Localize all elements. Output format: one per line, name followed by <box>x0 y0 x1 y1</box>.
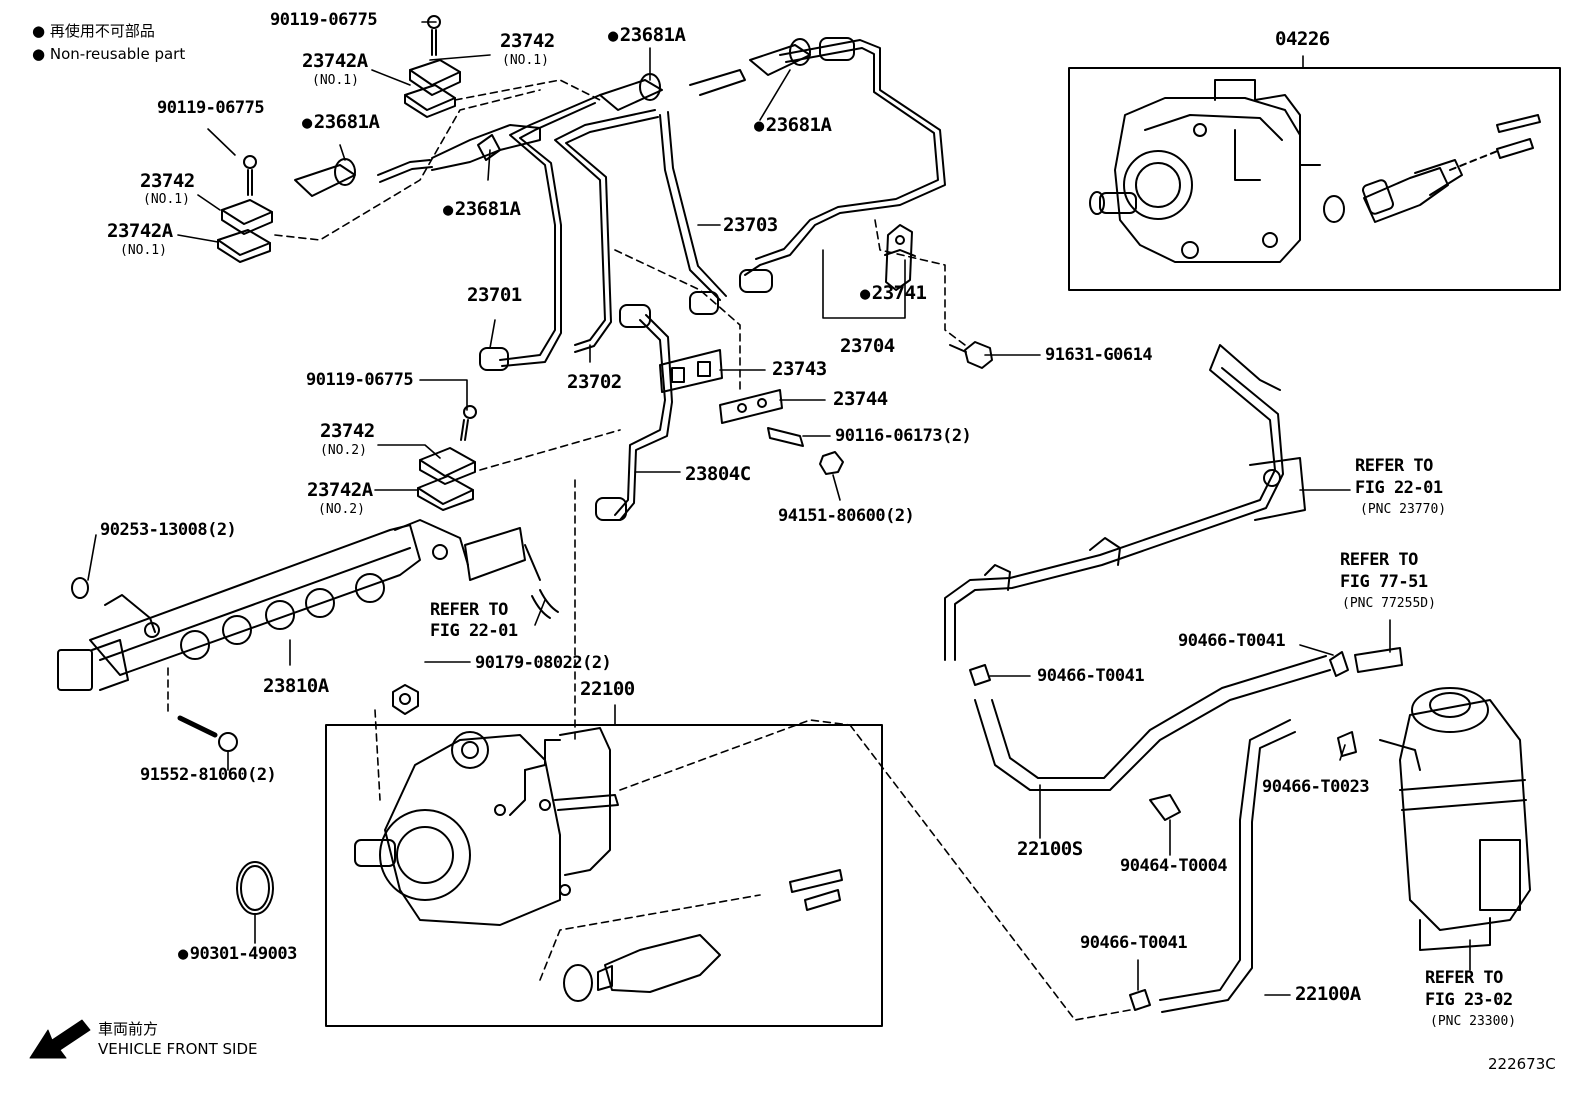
label-23742A-left[interactable]: 23742A <box>107 220 173 242</box>
legend-non-reusable-jp: ● 再使用不可部品 <box>32 20 155 41</box>
label-23703[interactable]: 23703 <box>723 214 778 236</box>
common-rail-23810A <box>57 519 526 691</box>
frame-04226 <box>1068 67 1561 291</box>
label-23741[interactable]: 23741 <box>860 284 927 303</box>
ref-23-02-line2[interactable]: FIG 23-02 <box>1425 990 1513 1010</box>
label-23742A-left-sub: (NO.1) <box>120 243 167 258</box>
label-23681A-top[interactable]: 23681A <box>608 26 686 45</box>
label-90464[interactable]: 90464-T0004 <box>1120 856 1228 876</box>
label-90466-a[interactable]: 90466-T0041 <box>1037 666 1145 686</box>
label-90119-left[interactable]: 90119-06775 <box>157 98 265 118</box>
label-23702[interactable]: 23702 <box>567 371 622 393</box>
label-23742-mid[interactable]: 23742 <box>320 420 375 442</box>
injection-pipe-23703 <box>739 37 946 293</box>
label-23810A[interactable]: 23810A <box>263 675 329 697</box>
ref-22-01-line1: REFER TO <box>1355 456 1433 476</box>
legend-bullet: ● <box>32 22 46 40</box>
suction-control-valve-04226 <box>1323 114 1541 223</box>
legend-non-reusable-en: ● Non-reusable part <box>32 45 185 63</box>
ref-77-51-line3: (PNC 77255D) <box>1342 596 1436 611</box>
label-90466-b[interactable]: 90466-T0041 <box>1178 631 1286 651</box>
label-90301[interactable]: 90301-49003 <box>178 946 298 963</box>
ref-22-01-line2-small[interactable]: FIG 22-01 <box>430 621 518 641</box>
fuel-pipe-23770 <box>944 344 1306 661</box>
reference-lines <box>167 79 1131 1021</box>
label-04226[interactable]: 04226 <box>1275 28 1330 50</box>
front-side-jp: 車両前方 <box>98 1020 159 1038</box>
fuel-hose-22100A <box>1159 719 1296 1013</box>
ref-22-01-line3: (PNC 23770) <box>1360 502 1447 517</box>
bolt-91552 <box>177 715 238 752</box>
supply-pump-22100 <box>354 727 619 926</box>
label-23681A-mid[interactable]: 23681A <box>443 200 521 219</box>
label-23743[interactable]: 23743 <box>772 358 827 380</box>
label-23742A-mid-sub: (NO.2) <box>318 502 365 517</box>
legend-en-text: Non-reusable part <box>49 45 186 63</box>
label-23742-mid-sub: (NO.2) <box>320 443 367 458</box>
label-90116[interactable]: 90116-06173(2) <box>835 426 972 446</box>
label-90466-d[interactable]: 90466-T0023 <box>1262 777 1370 797</box>
ref-23-02-line3: (PNC 23300) <box>1430 1014 1517 1029</box>
bolt-90116 <box>767 427 804 447</box>
ref-77-51-line1: REFER TO <box>1340 550 1418 570</box>
pipe-ref-77-51 <box>1354 647 1403 673</box>
front-side-en: VEHICLE FRONT SIDE <box>98 1040 258 1058</box>
label-23681A-right[interactable]: 23681A <box>754 116 832 135</box>
label-90253[interactable]: 90253-13008(2) <box>100 520 237 540</box>
injection-pipe-23804C <box>595 304 673 521</box>
leader-lines <box>87 21 1471 996</box>
label-94151[interactable]: 94151-80600(2) <box>778 506 915 526</box>
label-23742A-mid[interactable]: 23742A <box>307 479 373 501</box>
supply-pump-04226 <box>1089 79 1321 263</box>
suction-control-valve-22100 <box>563 869 843 1002</box>
label-23742-top-sub: (NO.1) <box>502 53 549 68</box>
label-90119-top[interactable]: 90119-06775 <box>270 10 378 30</box>
label-23681A-left[interactable]: 23681A <box>302 113 380 132</box>
label-23704[interactable]: 23704 <box>840 335 895 357</box>
clamp-23743 <box>659 349 723 393</box>
clamp-23742-top <box>404 15 461 118</box>
injection-pipe-23702 <box>554 109 727 353</box>
clamp-23744 <box>719 389 783 424</box>
ref-23-02-line1: REFER TO <box>1425 968 1503 988</box>
label-23701[interactable]: 23701 <box>467 284 522 306</box>
legend-jp-text: 再使用不可部品 <box>49 22 155 40</box>
label-23742A-top-sub: (NO.1) <box>312 73 359 88</box>
label-23742-top[interactable]: 23742 <box>500 30 555 52</box>
arrow-down-left-icon <box>29 1019 91 1059</box>
label-22100[interactable]: 22100 <box>580 678 635 700</box>
ref-22-01-line2[interactable]: FIG 22-01 <box>1355 478 1443 498</box>
label-23744[interactable]: 23744 <box>833 388 888 410</box>
ref-77-51-line2[interactable]: FIG 77-51 <box>1340 572 1428 592</box>
hose-clamps <box>969 651 1357 1011</box>
label-91552[interactable]: 91552-81060(2) <box>140 765 277 785</box>
legend-bullet: ● <box>32 45 46 63</box>
clamp-23742-mid <box>417 405 477 511</box>
fuel-filter-23300 <box>1379 687 1531 951</box>
figure-id: 222673C <box>1488 1055 1556 1073</box>
label-23742-left[interactable]: 23742 <box>140 170 195 192</box>
o-ring-90301 <box>236 861 274 915</box>
label-22100A[interactable]: 22100A <box>1295 983 1361 1005</box>
label-90119-mid[interactable]: 90119-06775 <box>306 370 414 390</box>
fuel-hose-22100S <box>974 655 1331 791</box>
label-91631[interactable]: 91631-G0614 <box>1045 345 1153 365</box>
nut-90179 <box>392 684 419 715</box>
label-23804C[interactable]: 23804C <box>685 463 751 485</box>
frame-22100 <box>325 724 883 1027</box>
label-22100S[interactable]: 22100S <box>1017 838 1083 860</box>
label-90179[interactable]: 90179-08022(2) <box>475 653 612 673</box>
ref-22-01-line1-small: REFER TO <box>430 600 508 620</box>
nut-94151 <box>819 451 844 475</box>
clamp-23742-left <box>217 155 273 263</box>
label-23742-left-sub: (NO.1) <box>143 192 190 207</box>
label-90466-c[interactable]: 90466-T0041 <box>1080 933 1188 953</box>
label-23742A-top[interactable]: 23742A <box>302 50 368 72</box>
